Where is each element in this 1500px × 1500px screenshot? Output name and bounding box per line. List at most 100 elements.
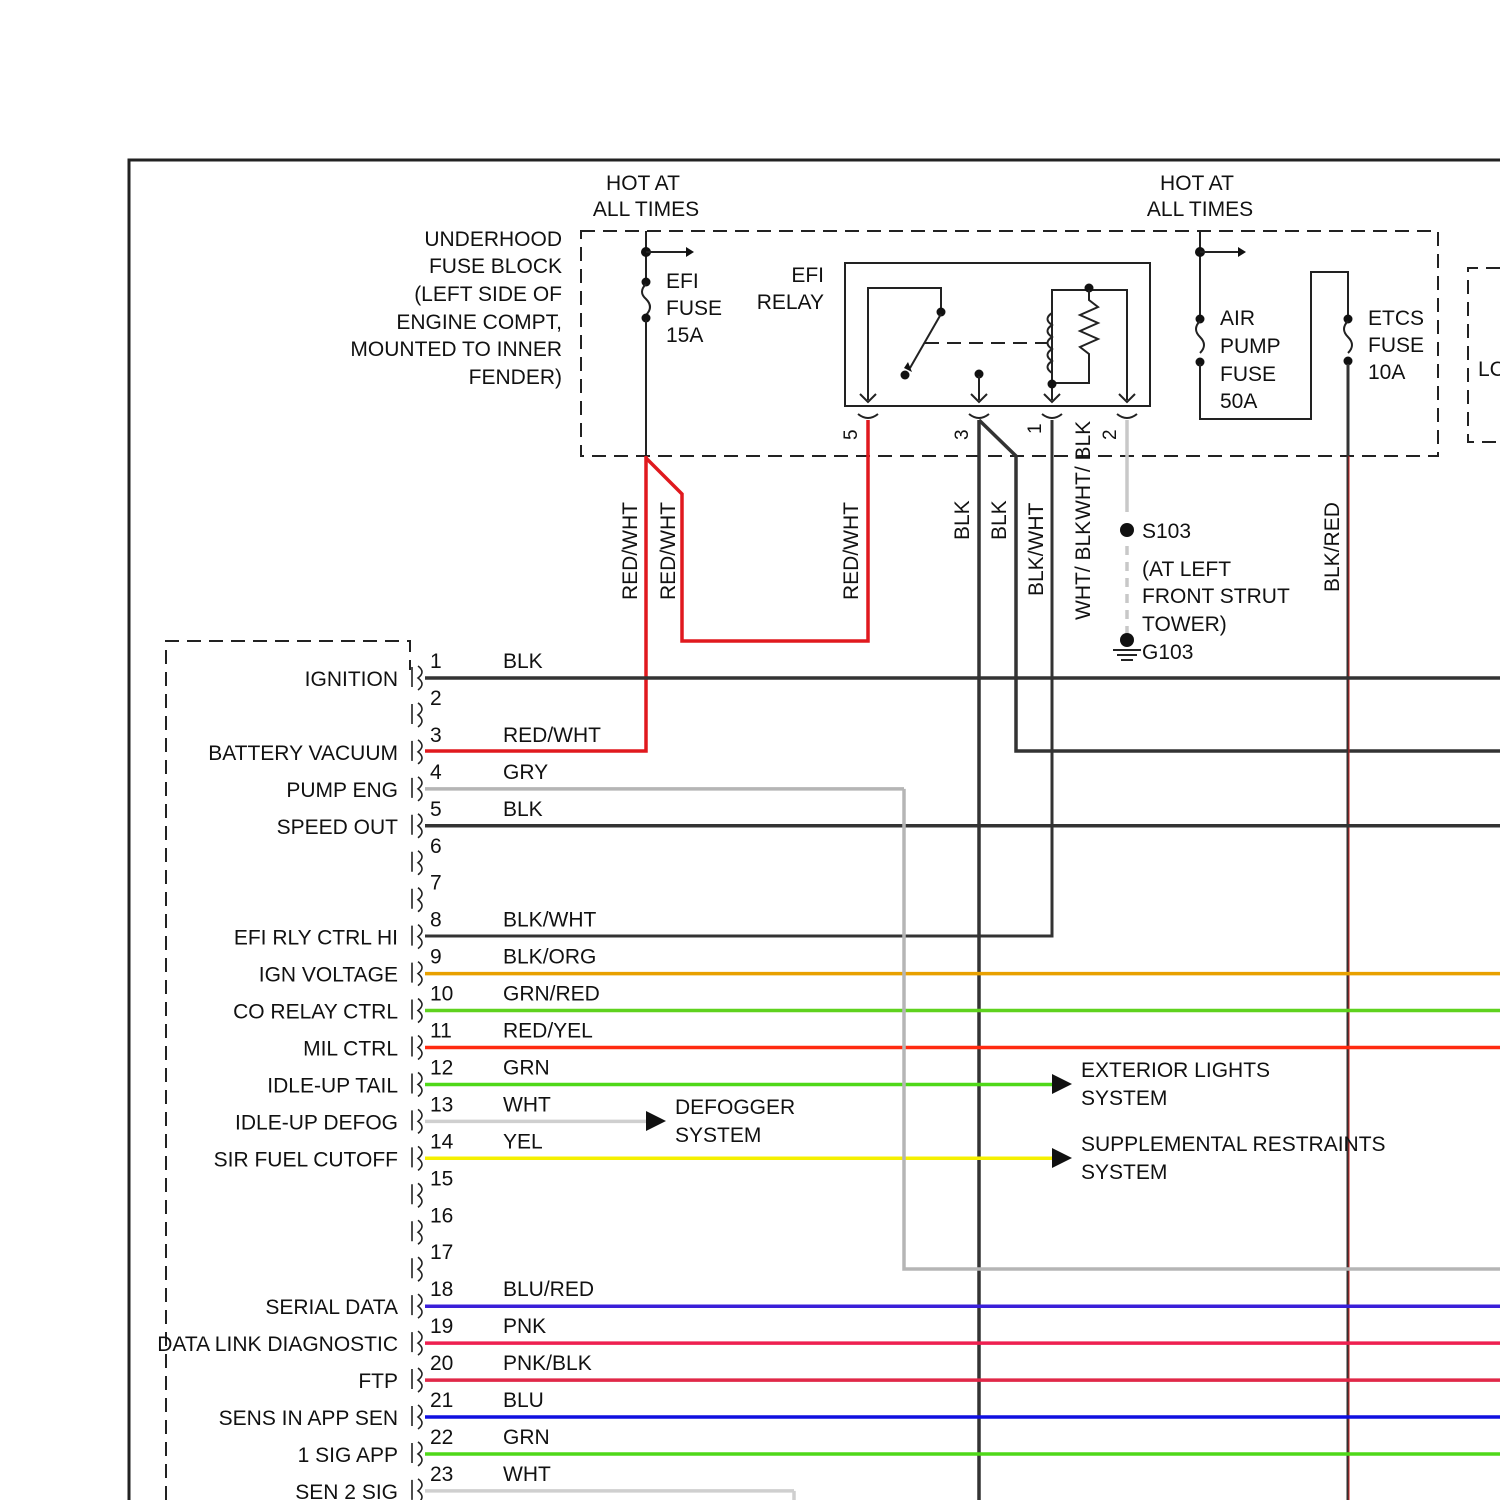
terminal-symbol xyxy=(412,851,422,875)
etcs-fuse-label: FUSE xyxy=(1368,334,1424,357)
connector-pin: 23SEN 2 SIG WHT xyxy=(295,1463,794,1500)
pin-wire-color-label: BLK/ORG xyxy=(503,946,596,969)
efi-fuse-label: FUSE xyxy=(666,297,722,320)
splice-location: FRONT STRUT xyxy=(1142,585,1290,608)
efi-relay-label: RELAY xyxy=(757,291,824,314)
exterior-lights-label: SYSTEM xyxy=(1081,1087,1167,1110)
vertical-wire-label: BLK/RED xyxy=(1321,502,1344,592)
terminal-symbol xyxy=(412,703,422,727)
vertical-wire-label: WHT/ BLK xyxy=(1072,421,1095,520)
efi-fuse-label: EFI xyxy=(666,270,699,293)
underhood-label-line: ENGINE COMPT, xyxy=(396,311,562,334)
pin-function-label: IGNITION xyxy=(305,668,398,691)
sir-arrow-icon xyxy=(1052,1148,1072,1168)
pin-wire-color-label: GRY xyxy=(503,761,548,784)
pin-number: 8 xyxy=(430,909,442,932)
connector-pin: 7 xyxy=(412,872,442,912)
etcs-fuse-rating: 10A xyxy=(1368,361,1405,384)
pin-wire-color-label: BLU xyxy=(503,1389,544,1412)
pin-wire-color-label: PNK xyxy=(503,1315,546,1338)
partial-right-component-label: LC xyxy=(1478,358,1500,381)
terminal-symbol xyxy=(412,814,422,838)
pin-function-label: CO RELAY CTRL xyxy=(233,1001,398,1024)
defogger-label: DEFOGGER xyxy=(675,1096,795,1119)
pin-number: 3 xyxy=(430,724,442,747)
pin-function-label: FTP xyxy=(358,1370,398,1393)
pin-number: 9 xyxy=(430,946,442,969)
connector-pin: 22 1 SIG APP GRN xyxy=(298,1426,1500,1467)
relay-pin-number: 2 xyxy=(1100,429,1121,440)
sir-label: SYSTEM xyxy=(1081,1161,1167,1184)
exterior-lights-arrow-icon xyxy=(1052,1074,1072,1094)
terminal-symbol xyxy=(412,666,422,690)
connector-pin: 6 xyxy=(412,835,442,875)
connector-pin: 21SENS IN APP SEN BLU xyxy=(219,1389,1500,1430)
splice-id: S103 xyxy=(1142,520,1191,543)
partial-right-component-box xyxy=(1468,268,1500,442)
pin-wire-color-label: GRN xyxy=(503,1426,550,1449)
pin-wire-color-label: GRN/RED xyxy=(503,983,600,1006)
terminal-symbol xyxy=(412,1294,422,1318)
efi-relay-label: EFI xyxy=(791,264,824,287)
pin-number: 18 xyxy=(430,1278,453,1301)
pin-wire-color-label: WHT xyxy=(503,1463,551,1486)
pin-number: 21 xyxy=(430,1389,453,1412)
efi-relay xyxy=(845,263,1150,418)
terminal-symbol xyxy=(412,925,422,949)
connector-pin: 13IDLE-UP DEFOGWHT xyxy=(235,1093,646,1134)
air-pump-fuse-rating: 50A xyxy=(1220,390,1257,413)
terminal-symbol xyxy=(412,777,422,801)
pin-number: 23 xyxy=(430,1463,453,1486)
terminal-symbol xyxy=(412,1257,422,1281)
terminal-symbol xyxy=(412,1405,422,1429)
defogger-arrow-icon xyxy=(646,1111,666,1131)
vertical-wire-label: BLK xyxy=(951,500,974,540)
wire-red-wht-efi-to-pin3 xyxy=(425,456,646,751)
pin-number: 4 xyxy=(430,761,442,784)
connector-pin: 9IGN VOLTAGE BLK/ORG xyxy=(259,946,1500,987)
vertical-wire-label: RED/WHT xyxy=(840,502,863,600)
pin-wire-color-label: YEL xyxy=(503,1130,543,1153)
pin-function-label: MIL CTRL xyxy=(303,1038,398,1061)
pin-wire-color-label: GRN xyxy=(503,1057,550,1080)
pin-function-label: SENS IN APP SEN xyxy=(219,1407,398,1430)
underhood-label-line: (LEFT SIDE OF xyxy=(414,283,562,306)
efi-fuse-rating: 15A xyxy=(666,324,703,347)
ground-id: G103 xyxy=(1142,641,1193,664)
splice-location: (AT LEFT xyxy=(1142,558,1231,581)
splice-location: TOWER) xyxy=(1142,613,1227,636)
pin-number: 2 xyxy=(430,687,442,710)
connector-pin: 2 xyxy=(412,687,442,727)
pin-function-label: SEN 2 SIG xyxy=(295,1481,398,1500)
pin-number: 1 xyxy=(430,650,442,673)
connector-pin: 12IDLE-UP TAILGRN xyxy=(267,1057,1052,1098)
pin-number: 22 xyxy=(430,1426,453,1449)
terminal-symbol xyxy=(412,1442,422,1466)
terminal-symbol xyxy=(412,962,422,986)
pin-function-label: EFI RLY CTRL HI xyxy=(234,927,398,950)
pin-function-label: IGN VOLTAGE xyxy=(259,964,398,987)
pin-function-label: IDLE-UP DEFOG xyxy=(235,1111,398,1134)
vertical-wire-label: BLK xyxy=(988,500,1011,540)
pin-function-label: 1 SIG APP xyxy=(298,1444,398,1467)
underhood-label-line: UNDERHOOD xyxy=(424,228,562,251)
underhood-label-line: FUSE BLOCK xyxy=(429,255,562,278)
terminal-symbol xyxy=(412,1331,422,1355)
pin-wire-color-label: BLU/RED xyxy=(503,1278,594,1301)
air-pump-fuse-label: FUSE xyxy=(1220,363,1276,386)
pin-number: 20 xyxy=(430,1352,453,1375)
terminal-symbol xyxy=(412,1368,422,1392)
pin-number: 6 xyxy=(430,835,442,858)
pin-wire-color-label: PNK/BLK xyxy=(503,1352,592,1375)
terminal-symbol xyxy=(412,1072,422,1096)
connector-pin: 17 xyxy=(412,1241,453,1281)
pin-function-label: BATTERY VACUUM xyxy=(208,742,398,765)
connector-pin: 16 xyxy=(412,1204,453,1244)
pin-function-label: IDLE-UP TAIL xyxy=(267,1075,398,1098)
